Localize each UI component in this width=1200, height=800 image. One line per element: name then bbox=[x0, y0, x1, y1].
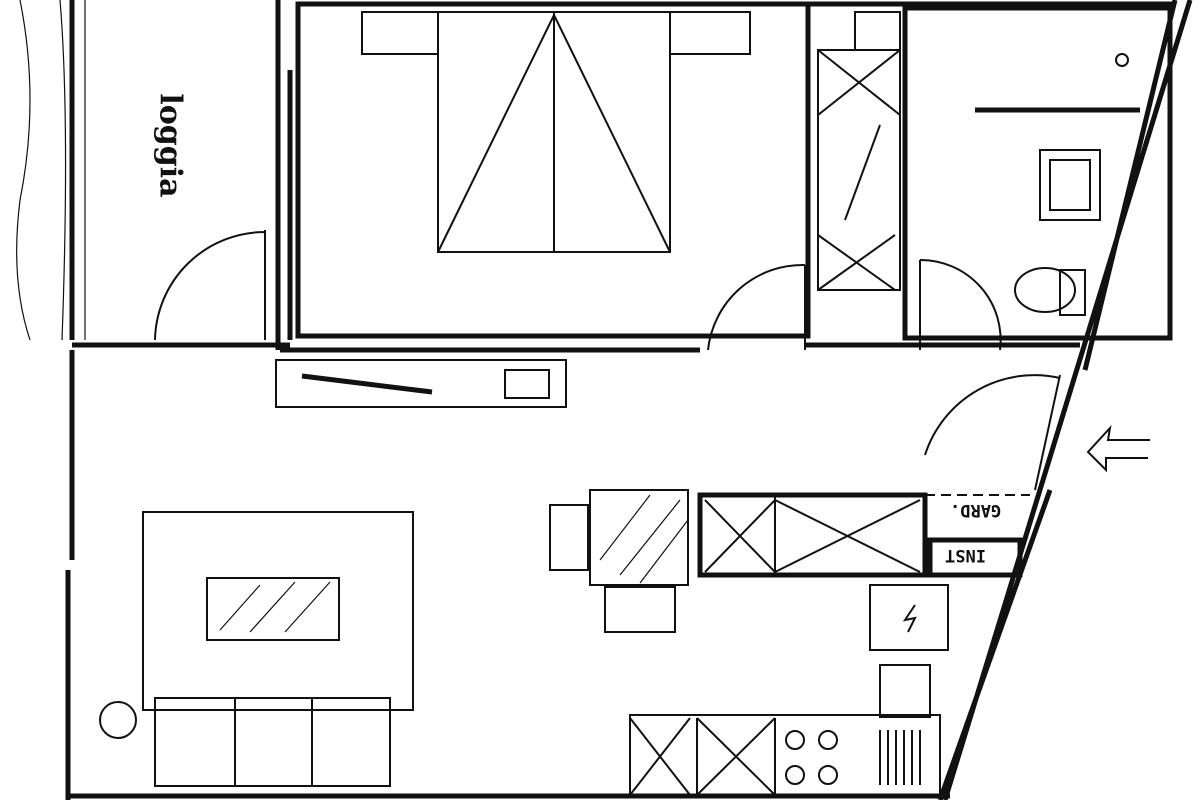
small-sink bbox=[504, 369, 550, 399]
dining-hatch bbox=[599, 494, 689, 584]
toilet-tank bbox=[1059, 269, 1086, 316]
coffee-table-hatch bbox=[219, 581, 331, 633]
kitchen-counter bbox=[629, 714, 941, 798]
wardrobe-label: GARD. bbox=[950, 500, 1002, 520]
toilet bbox=[1014, 267, 1076, 313]
installations-label: INST bbox=[945, 545, 986, 565]
hob-burner bbox=[785, 730, 805, 750]
chair-bottom bbox=[604, 586, 676, 633]
entry-wardrobe bbox=[697, 492, 928, 578]
hob-burner bbox=[785, 765, 805, 785]
shower-drain bbox=[1115, 53, 1129, 67]
loggia-label: loggia bbox=[152, 93, 188, 198]
bedroom-walls bbox=[295, 1, 811, 339]
nightstand-left bbox=[361, 11, 439, 55]
rug bbox=[142, 511, 414, 711]
sofa bbox=[154, 697, 391, 787]
outer-wall-left bbox=[65, 0, 75, 800]
corridor-wall bbox=[72, 342, 1080, 353]
fridge bbox=[869, 584, 949, 651]
kitchen-cabinets-cross bbox=[629, 717, 776, 797]
shelf bbox=[275, 359, 567, 408]
coffee-table bbox=[206, 577, 340, 641]
chair-left bbox=[549, 504, 589, 571]
bed-lines bbox=[437, 12, 671, 253]
door-bedroom bbox=[707, 263, 806, 351]
bathroom-sink-inner bbox=[1049, 159, 1091, 211]
entry-wardrobe-cross bbox=[704, 495, 921, 575]
electric-icon bbox=[902, 604, 917, 633]
shelf-mark bbox=[301, 373, 433, 395]
loggia-railing bbox=[16, 0, 86, 341]
wall-loggia-bedroom bbox=[275, 0, 293, 350]
entrance-arrow-icon bbox=[1086, 424, 1150, 473]
washer bbox=[879, 664, 931, 718]
sofa-cushions bbox=[234, 698, 313, 786]
oven-vent bbox=[879, 730, 921, 785]
bathroom-sink bbox=[1039, 149, 1101, 221]
hob-burner bbox=[818, 730, 838, 750]
wardrobe-cross bbox=[817, 49, 901, 291]
bathroom-walls bbox=[902, 5, 1173, 341]
outer-wall-diagonal bbox=[937, 0, 1193, 800]
door-bathroom bbox=[919, 258, 1002, 351]
hob-burner bbox=[818, 765, 838, 785]
nightstand-right bbox=[669, 11, 751, 55]
dining-table bbox=[589, 489, 689, 586]
inst-box bbox=[927, 537, 1023, 578]
door-loggia bbox=[154, 230, 266, 341]
bedroom-wardrobe bbox=[817, 49, 901, 291]
duct bbox=[854, 11, 901, 51]
door-entrance bbox=[924, 374, 1061, 491]
lamp bbox=[99, 701, 137, 739]
